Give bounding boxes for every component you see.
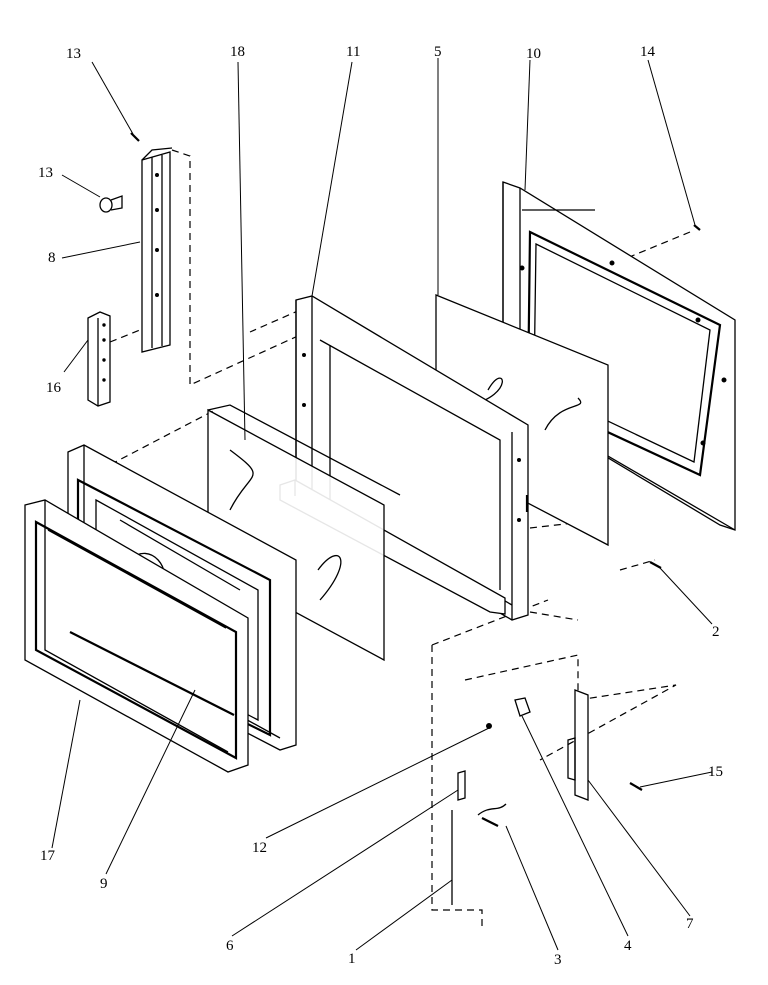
callout-8: 8 <box>48 250 56 266</box>
small-fasteners <box>629 224 701 791</box>
callout-14: 14 <box>640 44 656 60</box>
callout-labels: 13 13 8 16 18 11 5 10 14 2 15 17 9 12 6 … <box>38 44 723 968</box>
part-13-screws <box>99 132 140 213</box>
part-8-hinge-bracket <box>141 147 173 353</box>
callout-3: 3 <box>554 952 562 968</box>
callout-13-top: 13 <box>66 46 81 62</box>
callout-17: 17 <box>40 848 56 864</box>
callout-18: 18 <box>230 44 245 60</box>
callout-9: 9 <box>100 876 108 892</box>
callout-10: 10 <box>526 46 541 62</box>
part-17-trim-frame <box>24 499 249 773</box>
latch-assembly-parts <box>451 689 589 905</box>
callout-13-screw: 13 <box>38 165 53 181</box>
callout-11: 11 <box>346 44 360 60</box>
callout-5: 5 <box>434 44 442 60</box>
callout-4: 4 <box>624 938 632 954</box>
leader-lines <box>51 58 713 951</box>
callout-7: 7 <box>686 916 694 932</box>
callout-15: 15 <box>708 764 723 780</box>
part-16-hinge-block <box>87 311 111 407</box>
callout-2: 2 <box>712 624 720 640</box>
callout-16: 16 <box>46 380 62 396</box>
callout-6: 6 <box>226 938 234 954</box>
callout-1: 1 <box>348 951 356 967</box>
callout-12: 12 <box>252 840 267 856</box>
